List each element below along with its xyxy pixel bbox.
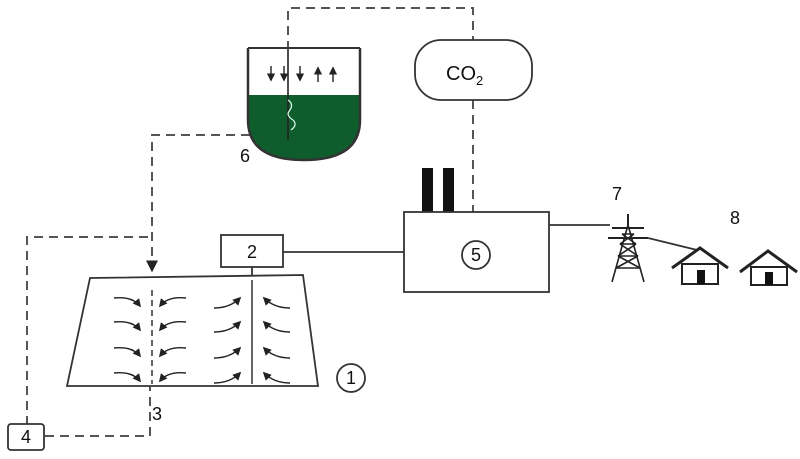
house-icon [739, 249, 798, 286]
label-4: 4 [21, 427, 31, 447]
flow-arrow [158, 320, 187, 332]
flow-arrow [262, 346, 291, 359]
flow-arrows [266, 66, 338, 82]
label-7: 7 [612, 184, 622, 204]
label-2: 2 [247, 242, 257, 262]
algae-tank: 6 [240, 47, 362, 166]
factory-chimney-icon [422, 168, 433, 213]
house-icon [671, 246, 729, 285]
inflow-arrows [113, 296, 291, 384]
flow-arrow [158, 346, 187, 358]
flow-arrow [213, 320, 242, 333]
flow-arrow [113, 346, 142, 358]
pump-unit: 4 [7, 423, 45, 451]
flow-arrow [113, 296, 142, 308]
flow-arrow [213, 346, 242, 359]
label-8: 8 [730, 208, 740, 228]
reservoir: 1 [65, 274, 366, 393]
flow-arrow [213, 371, 242, 384]
flow-arrow [262, 320, 291, 333]
co2-label: CO [446, 63, 476, 85]
flow-arrow [262, 371, 291, 384]
label-5: 5 [471, 245, 481, 265]
co2-subscript: 2 [476, 73, 483, 88]
extraction-unit: 2 [220, 234, 404, 278]
power-plant: 5 [403, 168, 550, 293]
factory-chimney-icon [443, 168, 454, 213]
flow-arrow [213, 296, 242, 309]
dashed-flow-lines [26, 7, 474, 437]
flow-arrow [262, 296, 291, 309]
flow-arrow [113, 371, 142, 383]
label-3: 3 [152, 404, 162, 424]
transmission-tower-icon: 7 [549, 184, 698, 283]
flow-arrow [158, 296, 187, 308]
label-1: 1 [346, 368, 356, 388]
label-6: 6 [240, 146, 250, 166]
co2-tank: CO2 [414, 39, 533, 101]
flow-arrow [113, 320, 142, 332]
svg-text:CO2: CO2 [446, 63, 483, 88]
flow-arrow [158, 371, 187, 383]
